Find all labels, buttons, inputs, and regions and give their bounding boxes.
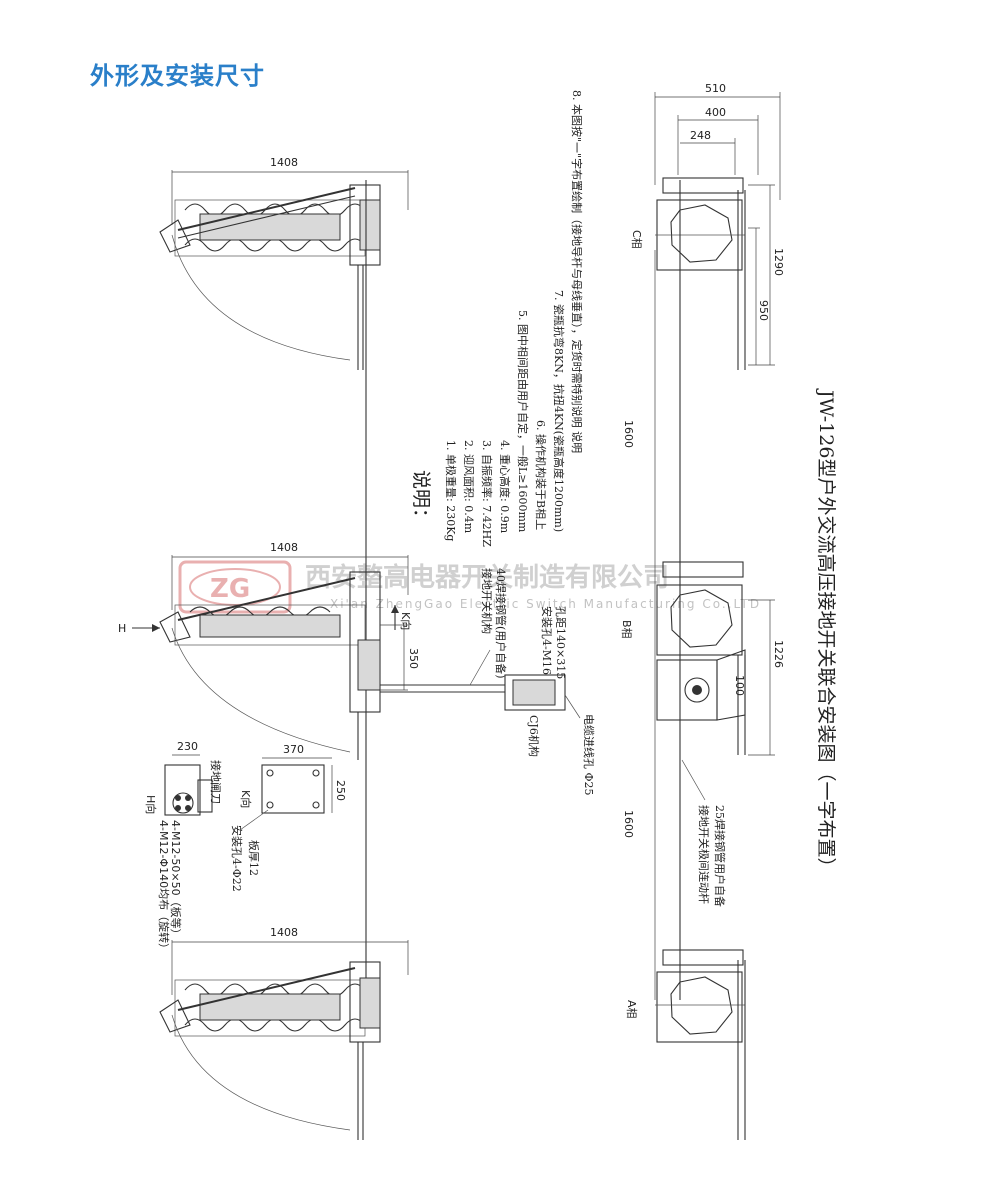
note-2: 2. 迎风面积: 0.4m xyxy=(462,440,475,534)
watermark-logo-text: ZG xyxy=(210,574,250,604)
label-ground-switch-mech: 接地开关机构 xyxy=(480,568,494,634)
phase-b-label: B相 xyxy=(620,620,633,639)
right-top-view: 510 400 248 C相 1290 950 1600 160 xyxy=(620,82,785,1140)
dim-400: 400 xyxy=(705,106,726,119)
left-pole-top: 1408 xyxy=(159,156,409,370)
dim-1408-mid: 1408 xyxy=(270,541,298,554)
watermark-company-en: Xi'an ZhengGao Electric Switch Manufactu… xyxy=(330,597,761,611)
rod-label-2: 25焊接钢管用户自备 xyxy=(713,805,727,907)
note-4: 4. 重心高度: 0.9m xyxy=(498,440,512,534)
bolt-note-1: 4-M12-Φ140均布（旋转） xyxy=(157,820,171,954)
phase-c-label: C相 xyxy=(630,230,643,249)
dim-248: 248 xyxy=(690,129,711,142)
plate-thickness-label: 板厚12 xyxy=(247,840,261,876)
insulator-mid xyxy=(174,604,366,646)
label-ground-blade: 接地闸刀 xyxy=(209,760,222,804)
note-6: 6. 操作机构装于B相上 xyxy=(534,420,548,530)
dim-1600-top: 1600 xyxy=(622,420,635,448)
dim-1600-bot: 1600 xyxy=(622,810,635,838)
drawing-title: JW-126型户外交流高压接地开关联合安装图（一字布置） xyxy=(815,388,837,876)
watermark: ZG 西安整高电器开关制造有限公司 Xi'an ZhengGao Electri… xyxy=(178,560,761,614)
detail-k-view: 370 250 K向 安装孔4-Φ22 板厚12 xyxy=(230,743,347,892)
left-pole-mid: 1408 H K向 xyxy=(118,541,596,796)
page-title: 外形及安装尺寸 xyxy=(90,62,265,90)
dim-950: 950 xyxy=(757,300,770,321)
top-view-phase-a: A相 xyxy=(625,949,746,1140)
left-side-view: 1408 1408 xyxy=(118,156,596,1140)
left-pole-bottom: 1408 xyxy=(159,926,409,1140)
dim-1408-top: 1408 xyxy=(270,156,298,169)
note-3: 3. 自振频率: 7.42HZ xyxy=(480,440,494,547)
dim-100: 100 xyxy=(733,675,746,696)
label-pipe40: 40焊接钢管(用户自备) xyxy=(494,568,508,679)
mount-hole-label: 安装孔4-Φ22 xyxy=(230,825,244,892)
k-direction-arrow: K向 xyxy=(391,605,413,630)
h-view-label: H向 xyxy=(144,795,158,814)
note-8: 8. 本图按"一"字布置绘制（接地导杆与母线垂直），定货时需特别说明 说明 xyxy=(570,90,584,453)
dim-1290: 1290 xyxy=(772,248,785,276)
dim-1226: 1226 xyxy=(772,640,785,668)
phase-a-label: A相 xyxy=(625,1000,638,1019)
dim-350: 350 xyxy=(407,648,420,669)
dim-230: 230 xyxy=(177,740,198,753)
label-mount-holes: 安装孔4-M16 xyxy=(540,606,554,675)
dim-510: 510 xyxy=(705,82,726,95)
detail-h-view: 230 接地闸刀 H向 4-M12-Φ140均布（旋转） 4-M12-50×50… xyxy=(144,740,222,954)
notes-block: 说明： 1. 单极重量: 230Kg 2. 迎风面积: 0.4m 3. 自振频率… xyxy=(410,90,584,547)
bolt-note-2: 4-M12-50×50（板等） xyxy=(169,820,183,940)
label-cj6: CJ6机构 xyxy=(527,715,541,757)
cj6-mechanism: CJ6机构 安装孔4-M16 孔距140×315 电缆进线孔 Φ25 xyxy=(504,606,596,796)
h-direction-arrow: H xyxy=(118,622,160,635)
dim-1408-bot: 1408 xyxy=(270,926,298,939)
dim-250: 250 xyxy=(334,780,347,801)
notes-heading: 说明： xyxy=(410,470,432,527)
watermark-logo: ZG xyxy=(178,560,292,614)
k-view-label: K向 xyxy=(239,790,253,808)
rod-label-1: 接地开关极间连动杆 xyxy=(697,805,711,904)
arrow-k-label: K向 xyxy=(399,612,413,630)
note-1: 1. 单极重量: 230Kg xyxy=(444,440,458,541)
label-cable-hole: 电缆进线孔 Φ25 xyxy=(582,714,596,796)
top-view-phase-c: C相 1290 950 xyxy=(630,177,785,370)
note-5: 5. 图中相间距由用户自定，一般L≥1600mm xyxy=(516,310,530,533)
label-hole-spacing: 孔距140×315 xyxy=(554,606,567,679)
dim-370: 370 xyxy=(283,743,304,756)
top-view-phase-b: B相 1226 100 xyxy=(620,561,785,756)
arrow-h-label: H xyxy=(118,622,126,635)
note-7: 7. 瓷瓶抗弯8KN，抗扭4KN(瓷瓶高度1200mm) xyxy=(552,290,566,532)
